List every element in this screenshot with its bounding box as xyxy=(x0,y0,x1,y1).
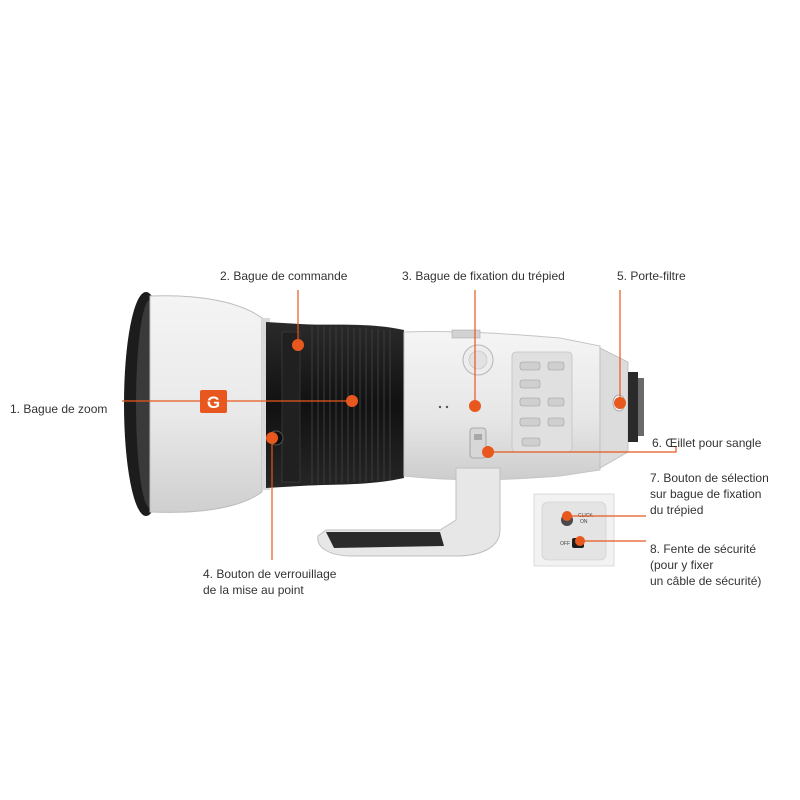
control-ring-band xyxy=(281,331,301,483)
marker-focus-hold xyxy=(266,432,278,444)
callout-strap-eyelet: 6. Œillet pour sangle xyxy=(652,436,762,450)
callout-tripod-collar: 3. Bague de fixation du trépied xyxy=(402,269,565,283)
lens-mount xyxy=(628,372,638,442)
svg-text:G: G xyxy=(207,393,220,412)
top-plate xyxy=(451,329,481,339)
marker-zoom xyxy=(346,395,358,407)
inset-on-label: ON xyxy=(580,519,588,525)
mount-contacts xyxy=(638,378,644,436)
leader-strap-eyelet xyxy=(488,446,677,453)
callout-filter-holder: 5. Porte-filtre xyxy=(617,269,686,283)
ring-ridges xyxy=(311,326,391,484)
index-dot xyxy=(438,405,442,409)
callout-control: 2. Bague de commande xyxy=(220,269,348,283)
marker-collar-select xyxy=(562,511,572,521)
callout-security-slot: 8. Fente de sécurité (pour y fixer un câ… xyxy=(650,542,762,588)
inset-detail: CLICK ON OFF xyxy=(533,493,615,567)
collar-knob-center xyxy=(468,350,488,370)
marker-filter-holder xyxy=(614,397,626,409)
callout-collar-select: 7. Bouton de sélection sur bague de fixa… xyxy=(650,471,769,517)
strap-eyelet-slot xyxy=(474,434,482,440)
marker-control xyxy=(292,339,304,351)
callout-zoom: 1. Bague de zoom xyxy=(10,402,108,416)
marker-tripod-collar xyxy=(469,400,481,412)
marker-strap-eyelet xyxy=(482,446,494,458)
index-dot xyxy=(445,405,449,409)
callout-focus-hold: 4. Bouton de verrouillage de la mise au … xyxy=(203,567,337,597)
inset-off-label: OFF xyxy=(560,541,570,547)
leader-lines xyxy=(122,290,677,560)
leader-dots xyxy=(266,339,626,546)
marker-security-slot xyxy=(575,536,585,546)
focus-ring-body xyxy=(266,322,404,488)
tripod-foot-pad xyxy=(326,532,444,548)
switch-panel xyxy=(511,351,573,453)
